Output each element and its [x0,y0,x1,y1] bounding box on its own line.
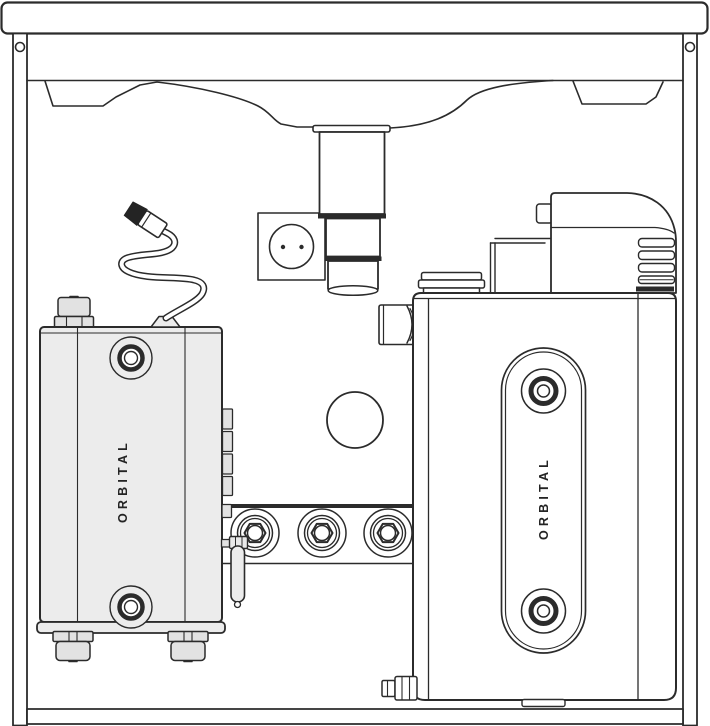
tank-cap [417,271,486,296]
sink-right-dip [572,80,664,105]
left-foot-2 [167,630,209,663]
left-post [12,32,28,726]
connector-tip [123,201,148,226]
valve-lever [230,545,246,603]
countertop [0,1,709,35]
power-cable [118,201,208,328]
drain-coupling-1 [318,213,386,219]
drain-mid-section [325,217,381,258]
outlet-pin-right [299,244,304,250]
left-screw-bottom [109,585,153,629]
floor-panel [26,708,684,725]
faceplate-inner [504,351,583,650]
wall-hole [326,391,384,449]
left-screw-hole [14,41,26,53]
left-device: ORBITAL [36,295,234,663]
body-bottom-tab [521,698,566,708]
right-screw-top [520,368,567,414]
manifold-fitting-3 [363,508,413,558]
drain-pipe [312,124,391,297]
sink-left-dip [44,80,158,107]
right-device: ORBITAL [378,192,677,708]
right-bottom-fitting [381,675,418,701]
shutoff-valve [220,535,249,609]
left-side-tabs [221,408,234,519]
drain-open-end [327,284,379,297]
cable-core [119,228,206,320]
connector-seam [141,212,152,228]
left-screw-top [109,336,153,380]
inlet-port [378,304,416,346]
left-foot-1 [52,630,94,663]
right-post [682,32,698,726]
right-screw-bottom [520,588,567,634]
drain-flange [312,124,391,133]
vent-slots [636,237,676,292]
valve-lever-tip [233,600,242,609]
right-screw-hole [684,41,696,53]
outlet-pin-left [280,244,286,250]
drain-lower-section [327,260,379,290]
cable-connector [123,201,168,239]
manifold-fitting-2 [297,508,347,558]
outlet-socket [268,223,315,270]
right-device-label: ORBITAL [537,456,551,540]
drain-upper-section [318,131,386,215]
sink-bowl-right [389,79,554,129]
left-top-bolt [53,295,95,331]
drain-coupling-2 [324,256,382,261]
tank-housing-seam [550,226,675,234]
manifold [220,504,417,565]
sink-basin [44,79,664,129]
tank-bracket [489,237,551,294]
power-outlet [257,212,326,281]
left-device-label: ORBITAL [116,439,130,523]
sink-bowl-left [156,81,317,128]
